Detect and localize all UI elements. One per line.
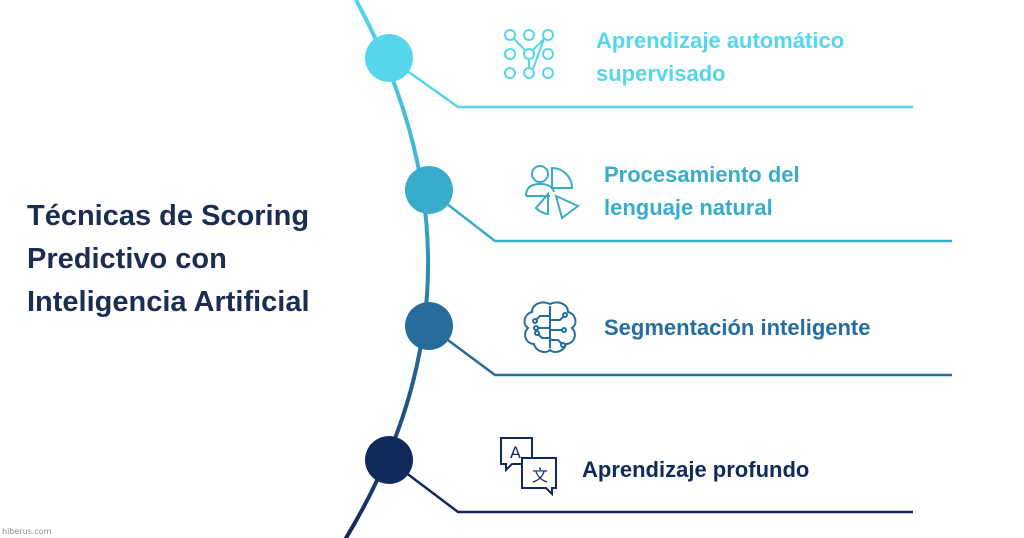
translate-icon: A 文 [498, 434, 560, 497]
timeline-node-2 [405, 166, 453, 214]
title-line-1: Técnicas de Scoring [27, 200, 310, 232]
item-label-4: Aprendizaje profundo [582, 453, 809, 486]
item-2-line-2: lenguaje natural [604, 195, 773, 220]
item-label-2: Procesamiento del lenguaje natural [604, 158, 800, 224]
brain-circuit-icon [520, 298, 580, 358]
connector-line-1 [388, 56, 913, 109]
title-line-2: Predictivo con [27, 243, 227, 275]
page-title: Técnicas de Scoring Predictivo con Intel… [27, 195, 387, 324]
item-2-line-1: Procesamiento del [604, 162, 800, 187]
item-1-line-1: Aprendizaje automático [596, 28, 845, 53]
timeline-node-3 [405, 302, 453, 350]
item-label-1: Aprendizaje automático supervisado [596, 24, 844, 90]
connector-line-4 [388, 459, 913, 514]
svg-text:文: 文 [532, 466, 548, 485]
item-4-line-1: Aprendizaje profundo [582, 457, 810, 482]
item-3-line-1: Segmentación inteligente [604, 315, 871, 340]
timeline-node-4 [365, 436, 413, 484]
timeline-node-1 [365, 34, 413, 82]
connector-line-2 [428, 189, 952, 243]
connector-line-3 [428, 324, 952, 377]
svg-text:A: A [510, 443, 521, 462]
item-1-line-2: supervisado [596, 61, 726, 86]
item-label-3: Segmentación inteligente [604, 311, 871, 344]
neural-network-icon [500, 27, 558, 85]
title-line-3: Inteligencia Artificial [27, 286, 310, 318]
watermark: hiberus.com [2, 527, 52, 536]
user-pie-chart-icon [522, 160, 584, 222]
